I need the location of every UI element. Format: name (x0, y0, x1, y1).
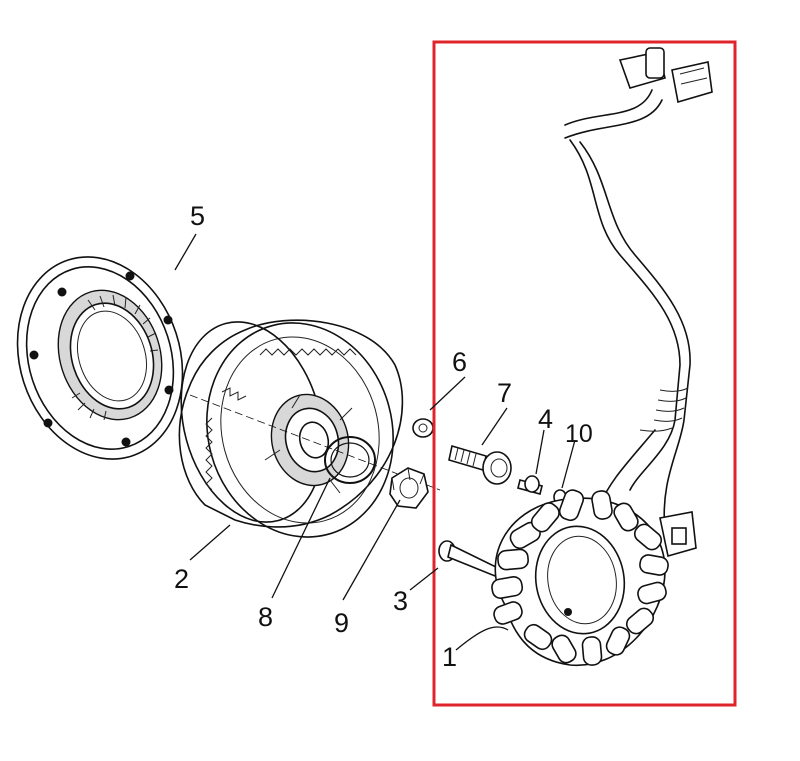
callout-4: 4 (538, 404, 553, 434)
callout-1: 1 (442, 642, 457, 672)
callout-9: 9 (334, 608, 349, 638)
part-3-bolt (438, 540, 500, 578)
callout-7: 7 (497, 378, 512, 408)
part-5-starter-clutch (16, 256, 184, 460)
callout-2: 2 (174, 564, 189, 594)
part-6-washer (412, 418, 434, 438)
part-1-stator (491, 47, 713, 667)
part-7-bolt (448, 444, 512, 485)
callout-6: 6 (452, 347, 467, 377)
callout-8: 8 (258, 602, 273, 632)
part-4-screw (517, 475, 543, 495)
part-9-nut (389, 467, 429, 509)
callout-5: 5 (190, 201, 205, 231)
callout-3: 3 (393, 586, 408, 616)
highlight-frame (432, 40, 737, 707)
leader-lines (174, 233, 576, 651)
part-2-flywheel-rotor (178, 319, 441, 538)
part-8-o-ring (324, 436, 376, 484)
callout-10: 10 (565, 420, 593, 448)
